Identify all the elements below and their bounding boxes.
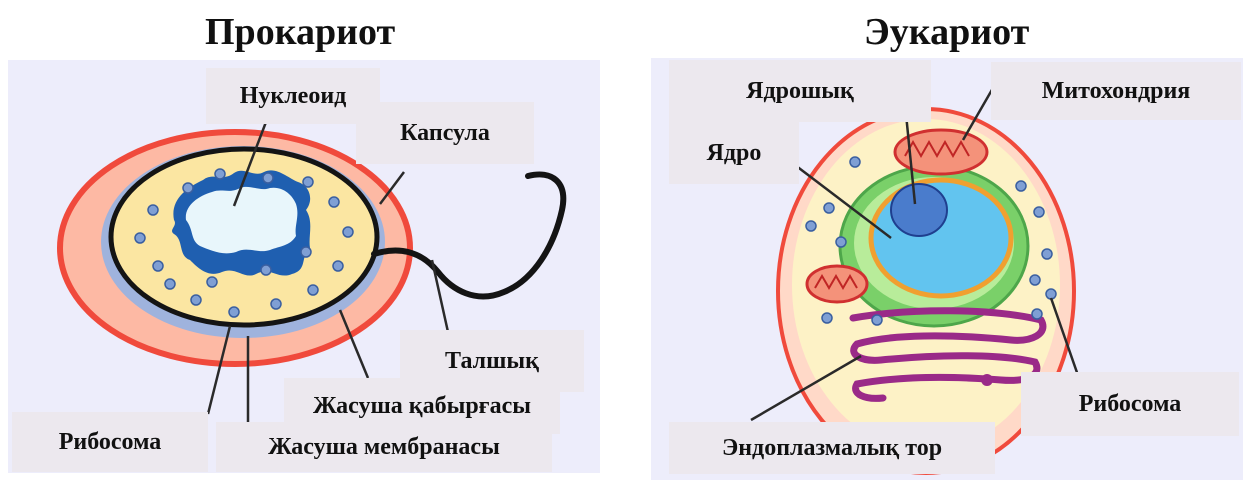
- label-nucleolus: Ядрошық: [669, 60, 931, 122]
- prokaryote-panel: Нуклеоид Капсула Талшық Жасуша қабырғасы…: [8, 60, 600, 473]
- label-nucleoid: Нуклеоид: [206, 68, 380, 124]
- label-nucleus: Ядро: [669, 122, 799, 184]
- eukaryote-title: Эукариот: [864, 10, 1029, 54]
- nucleoid-inner: [186, 187, 298, 253]
- label-ribosome: Рибосома: [12, 412, 208, 472]
- nucleolus-shape: [891, 184, 947, 236]
- prokaryote-title: Прокариот: [205, 10, 395, 54]
- label-cell-membrane: Жасуша мембранасы: [216, 422, 552, 472]
- label-ribosome-eukaryote: Рибосома: [1021, 372, 1239, 436]
- eukaryote-panel: Ядрошық Митохондрия Ядро Рибосома Эндопл…: [651, 58, 1243, 480]
- mitochondrion-left: [807, 266, 867, 302]
- label-er: Эндоплазмалық тор: [669, 422, 995, 474]
- label-mitochondria: Митохондрия: [991, 62, 1241, 120]
- label-capsule: Капсула: [356, 102, 534, 164]
